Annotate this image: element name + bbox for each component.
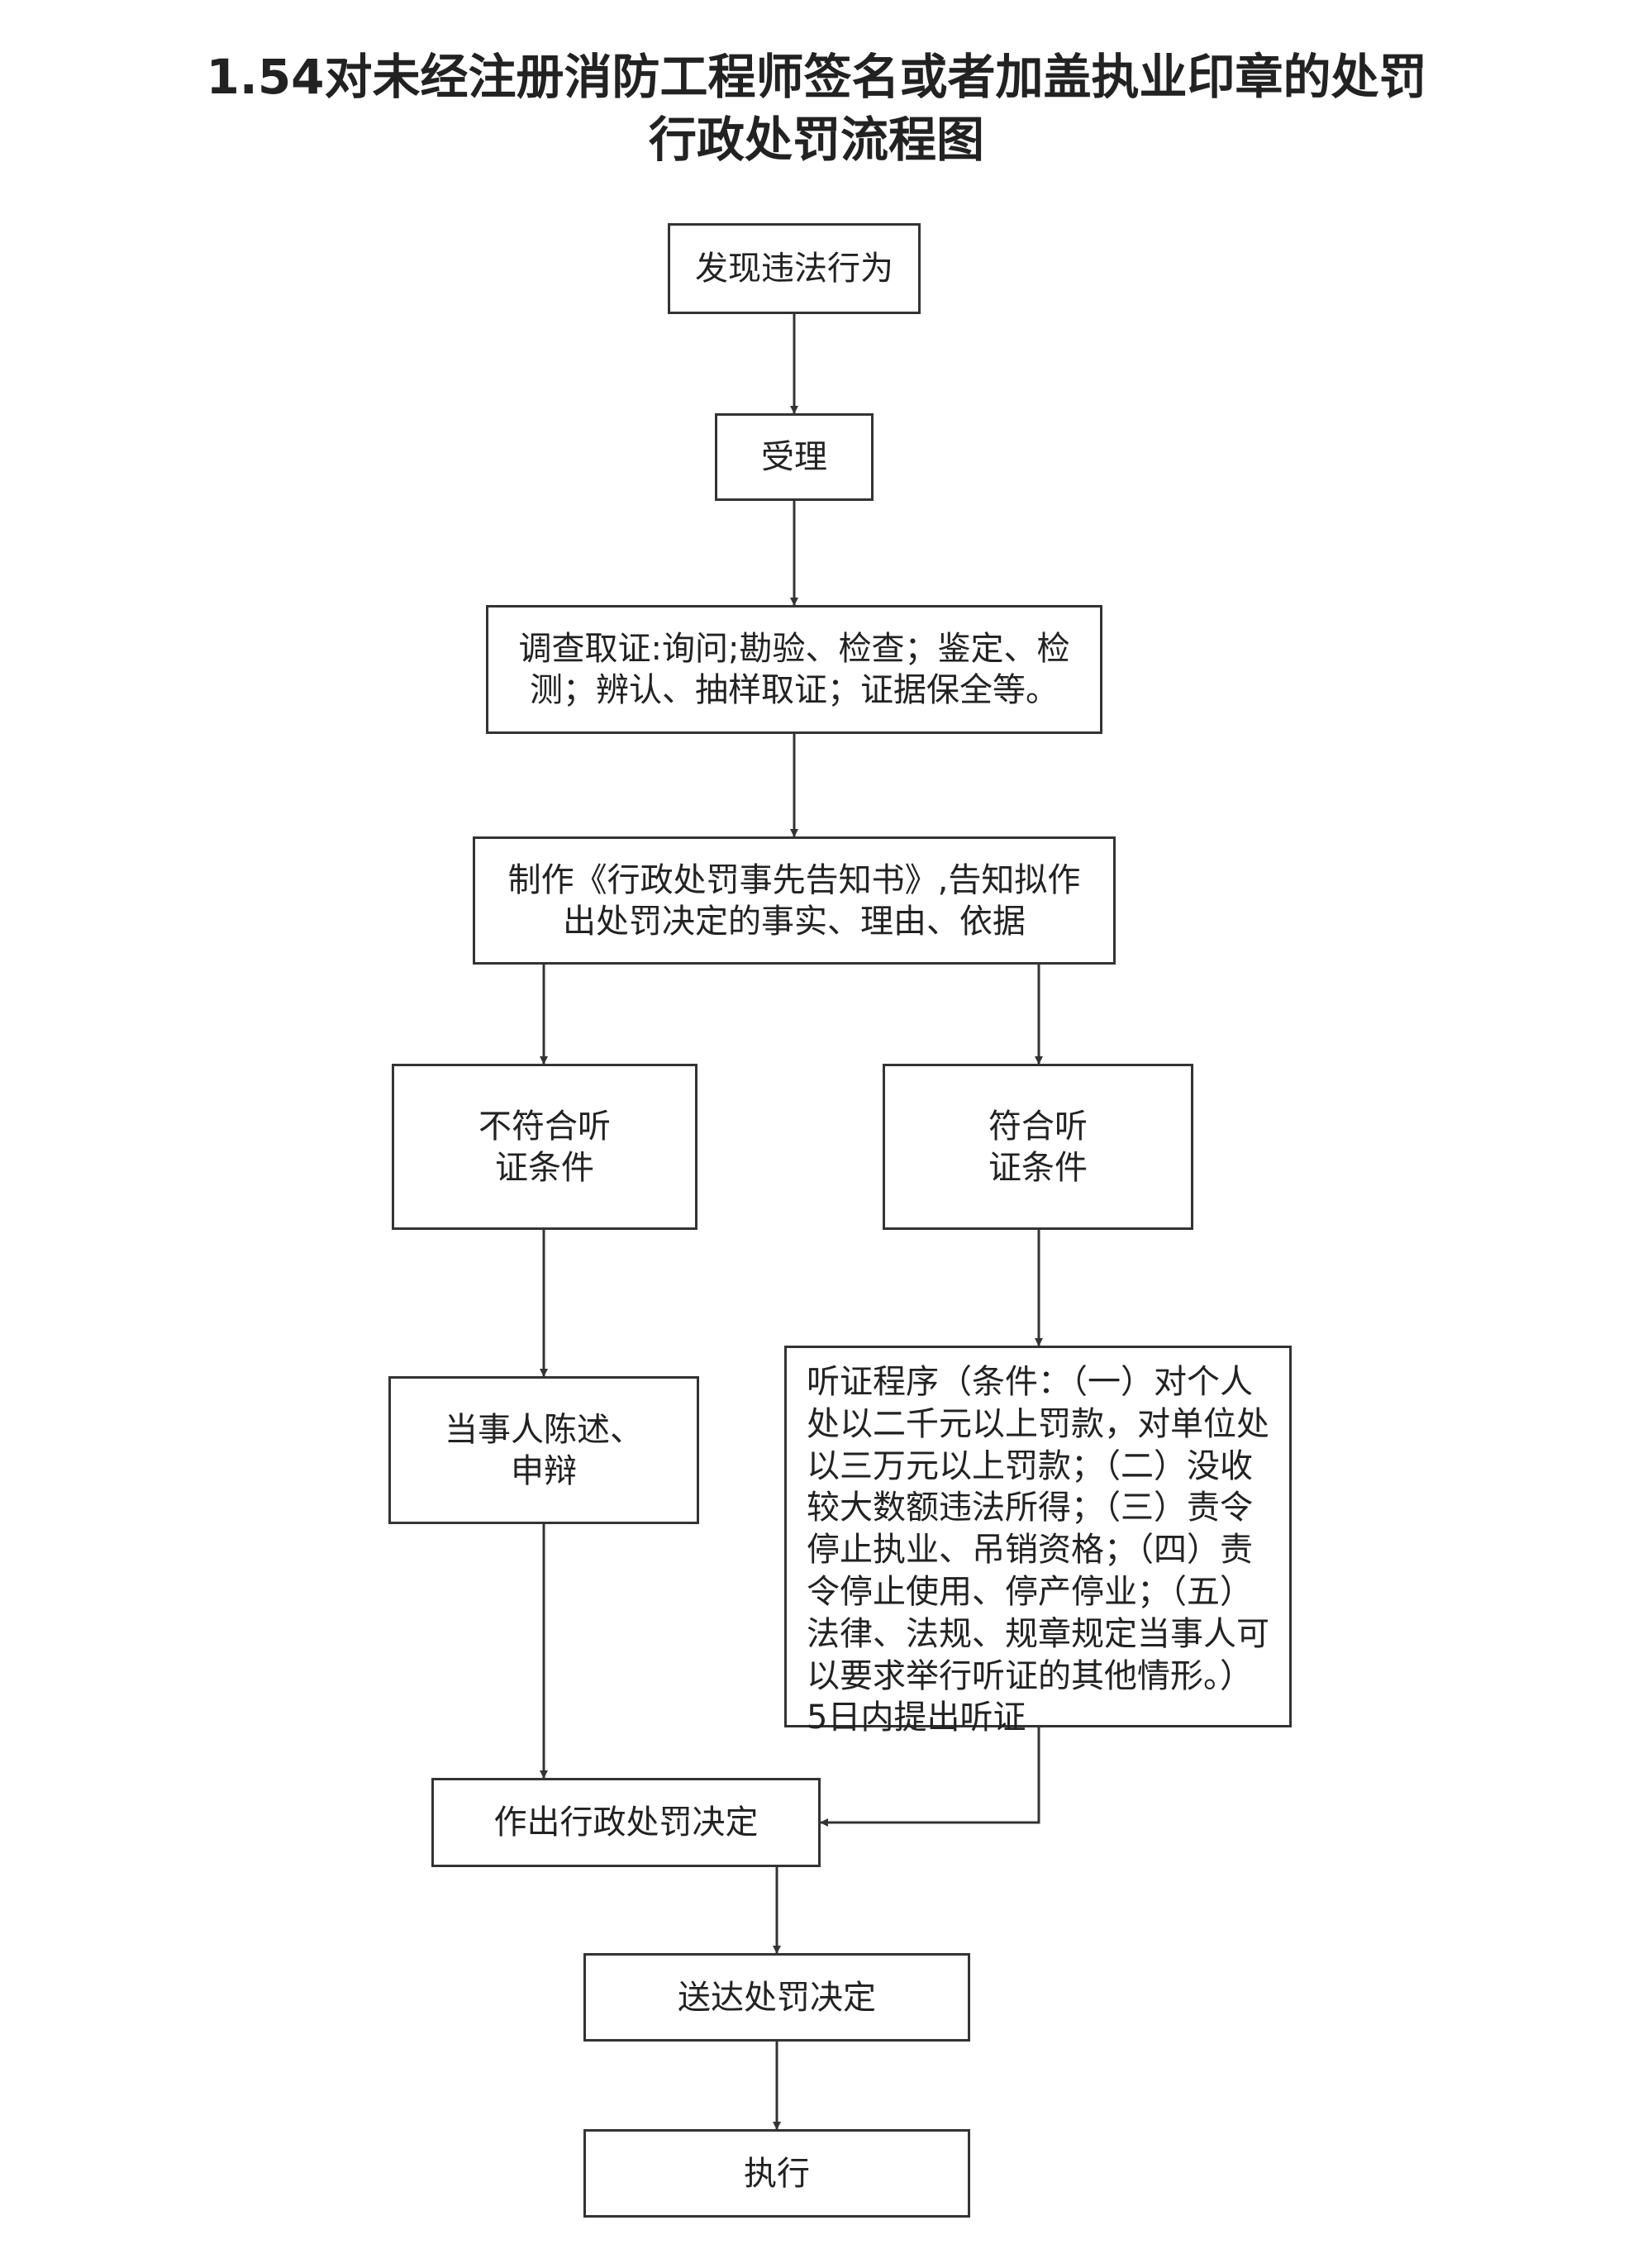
- diagram-subtitle: 行政处罚流程图: [648, 112, 984, 168]
- arrow-hearing-decision: [820, 1727, 1040, 1827]
- node-decision: 作出行政处罚决定: [431, 1778, 821, 1867]
- node-deliver: 送达处罚决定: [583, 1953, 970, 2042]
- node-not-qualified: 不符合听证条件: [392, 1064, 697, 1230]
- node-notify: 制作《行政处罚事先告知书》,告知拟作出处罚决定的事实、理由、依据: [473, 836, 1116, 965]
- node-hearing: 听证程序（条件：（一）对个人处以二千元以上罚款，对单位处以三万元以上罚款；（二）…: [784, 1346, 1292, 1737]
- node-investigate: 调查取证:询问;勘验、检查；鉴定、检测；辨认、抽样取证；证据保全等。: [486, 605, 1102, 734]
- node-qualified: 符合听证条件: [883, 1064, 1193, 1230]
- diagram-title: 1.54对未经注册消防工程师签名或者加盖执业印章的处罚: [206, 49, 1427, 105]
- node-discover: 发现违法行为: [668, 223, 921, 314]
- node-execute: 执行: [583, 2129, 970, 2218]
- node-statement: 当事人陈述、申辩: [388, 1376, 699, 1524]
- node-accept: 受理: [715, 413, 874, 501]
